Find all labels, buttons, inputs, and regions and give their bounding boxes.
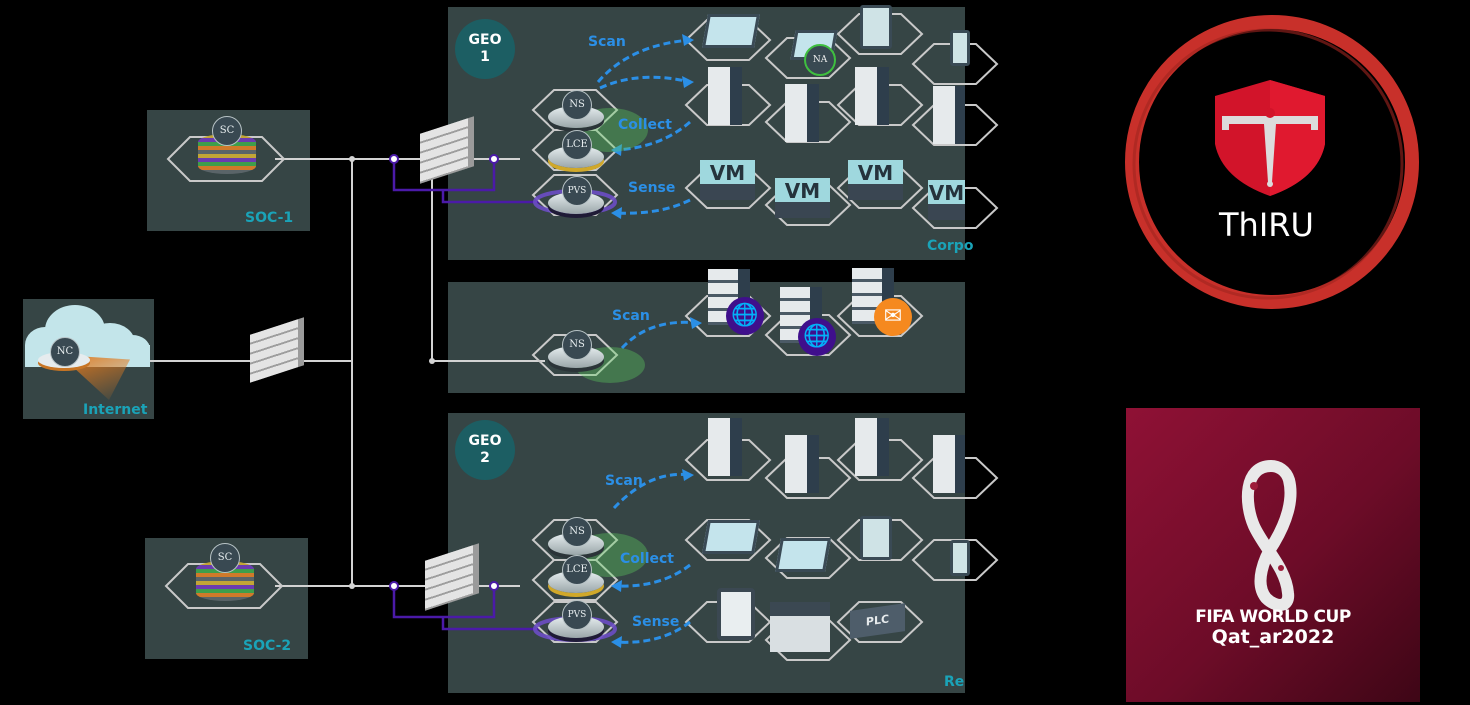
hex-tile [531, 601, 619, 643]
server-icon [708, 418, 742, 476]
thiru-logo [1125, 15, 1419, 309]
thiru-wordmark: ThIRU [1219, 206, 1314, 244]
internet-label: Internet [83, 402, 148, 418]
sc-badge: SC [212, 116, 242, 146]
fifa-title: FIFA WORLD CUP [1195, 607, 1351, 627]
hex-tile [911, 539, 999, 581]
laptop-icon [702, 520, 760, 554]
geo1-panel [448, 7, 965, 260]
geo2-badge: GEO 2 [455, 420, 515, 480]
hex-tile [684, 439, 772, 481]
ns-badge: NS [562, 90, 592, 120]
server-icon [855, 67, 889, 125]
geo1-corner-label: Corpo [927, 238, 974, 254]
pos-terminal-icon [770, 602, 830, 652]
tablet-icon [950, 540, 970, 576]
server-icon [708, 67, 742, 125]
nc-badge: NC [50, 337, 80, 367]
vm-icon: VM [928, 180, 965, 220]
hex-tile [836, 519, 924, 561]
lce-badge: LCE [562, 555, 592, 585]
vm-icon: VM [848, 160, 903, 200]
geo1-collect-label: Collect [618, 117, 672, 133]
lce-badge: LCE [562, 130, 592, 160]
laptop-icon [775, 538, 831, 572]
tablet-icon [860, 516, 892, 560]
server-icon [933, 86, 965, 144]
server-icon [785, 84, 819, 142]
sc-badge: SC [210, 543, 240, 573]
hex-tile [684, 84, 772, 126]
vm-icon: VM [700, 160, 755, 200]
soc1-label: SOC-1 [245, 210, 294, 226]
web-globe-icon: 🌐 [798, 318, 836, 356]
laptop-icon [702, 14, 760, 48]
mail-icon: ✉ [874, 298, 912, 336]
tablet-icon [950, 30, 970, 66]
pvs-badge: PVS [562, 600, 592, 630]
web-globe-icon: 🌐 [726, 297, 764, 335]
geo2-collect-label: Collect [620, 551, 674, 567]
hex-tile [836, 13, 924, 55]
server-icon [785, 435, 819, 493]
geo1-sense-label: Sense [628, 180, 676, 196]
trophy-emblem-icon [1241, 459, 1297, 611]
fifa-subtitle: Qat_ar2022 [1211, 626, 1335, 648]
dmz-scan-label: Scan [612, 308, 650, 324]
fifa-world-cup-logo: FIFA WORLD CUP Qat_ar2022 [1126, 408, 1420, 702]
hex-tile [836, 601, 924, 643]
geo2-scan-label: Scan [605, 473, 643, 489]
geo1-scan-label: Scan [588, 34, 626, 50]
pvs-badge: PVS [562, 176, 592, 206]
hex-tile [911, 43, 999, 85]
hex-tile [531, 174, 619, 216]
vm-icon: VM [775, 178, 830, 218]
server-icon [855, 418, 889, 476]
tablet-icon [860, 5, 892, 49]
hex-tile [531, 559, 619, 601]
na-badge: NA [804, 44, 836, 76]
server-icon [933, 435, 965, 493]
geo1-badge: GEO 1 [455, 19, 515, 79]
hex-tile [531, 334, 619, 376]
soc2-label: SOC-2 [243, 638, 292, 654]
hex-tile [764, 37, 852, 79]
geo2-corner-label: Re [944, 674, 965, 690]
geo2-sense-label: Sense [632, 614, 680, 630]
ns-badge: NS [562, 517, 592, 547]
hex-tile [684, 295, 772, 337]
ns-badge: NS [562, 330, 592, 360]
medical-monitor-icon [717, 588, 755, 640]
